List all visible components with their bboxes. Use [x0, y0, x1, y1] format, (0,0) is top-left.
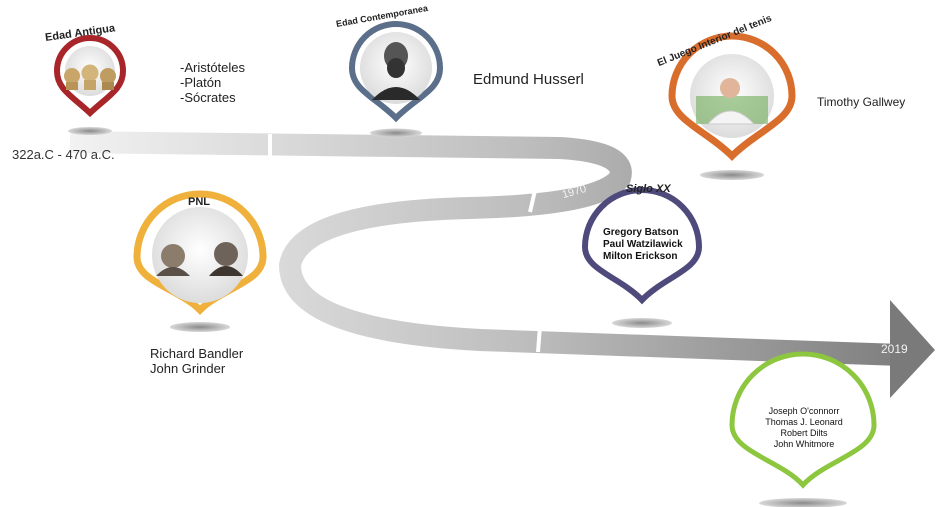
name-watzilawick: Paul Watzilawick: [603, 239, 683, 250]
busts-photo: [64, 64, 116, 90]
pnl-names: Richard Bandler John Grinder: [150, 346, 243, 376]
pin-edad-antigua: [53, 35, 127, 118]
name-aristoteles: -Aristóteles: [180, 60, 246, 75]
pin-juego-interior: [668, 32, 796, 161]
siglo-xx-names: Gregory Batson Paul Watzilawick Milton E…: [603, 227, 683, 263]
bandler-grinder-photo: [156, 242, 243, 276]
pin-actual: [729, 351, 877, 489]
timeline-road: [69, 131, 935, 398]
husserl-photo: [372, 42, 420, 100]
pin-title-pnl: PNL: [188, 196, 210, 208]
gallwey-photo: [696, 78, 768, 125]
name-husserl: Edmund Husserl: [473, 71, 584, 88]
antigua-names: -Aristóteles -Platón -Sócrates: [180, 60, 245, 105]
name-batson: Gregory Batson: [603, 227, 679, 238]
name-leonard: Thomas J. Leonard: [765, 417, 843, 427]
name-erickson: Milton Erickson: [603, 251, 678, 262]
timeline-start-label: 322a.C - 470 a.C.: [12, 147, 115, 162]
name-bandler: Richard Bandler: [150, 346, 244, 361]
pin-title-siglo-xx: Siglo XX: [626, 183, 671, 195]
pin-edad-contemporanea: [348, 21, 444, 123]
name-socrates: -Sócrates: [180, 90, 236, 105]
year-2019: 2019: [881, 342, 908, 356]
name-oconnor: Joseph O'connorr: [768, 406, 840, 416]
name-platon: -Platón: [180, 75, 222, 90]
pin-pnl: [133, 190, 267, 315]
timeline-arrowhead: [890, 300, 935, 398]
name-gallwey: Timothy Gallwey: [817, 95, 906, 109]
name-whitmore: John Whitmore: [773, 439, 835, 449]
pin-siglo-xx: [581, 187, 703, 305]
actual-names: Joseph O'connorr Thomas J. Leonard Rober…: [748, 406, 860, 450]
name-grinder: John Grinder: [150, 361, 226, 376]
name-dilts: Robert Dilts: [780, 428, 828, 438]
pin-shadows: [68, 127, 847, 507]
